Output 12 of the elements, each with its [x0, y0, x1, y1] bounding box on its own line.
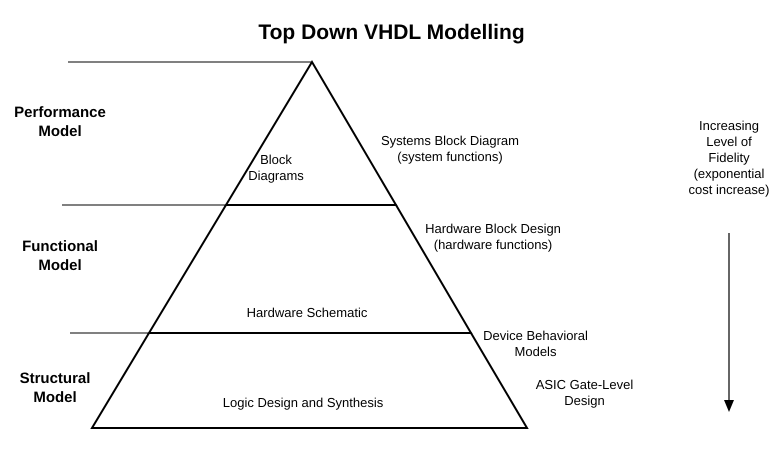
model-level-label: Structural Model	[18, 369, 92, 407]
tier-label: Hardware Schematic	[246, 305, 368, 321]
level-description: Hardware Block Design (hardware functions)	[424, 221, 562, 253]
level-description: Device Behavioral Models	[482, 328, 589, 360]
model-level-label: Performance Model	[13, 103, 107, 141]
level-description: Systems Block Diagram (system functions)	[380, 133, 520, 165]
tier-label: Block Diagrams	[247, 152, 305, 184]
model-level-label: Functional Model	[21, 237, 99, 275]
tier-label: Logic Design and Synthesis	[222, 395, 384, 411]
diagram-title: Top Down VHDL Modelling	[257, 20, 526, 46]
fidelity-note: Increasing Level of Fidelity (exponential cost increase)	[688, 118, 770, 198]
level-description: ASIC Gate-Level Design	[534, 377, 634, 409]
